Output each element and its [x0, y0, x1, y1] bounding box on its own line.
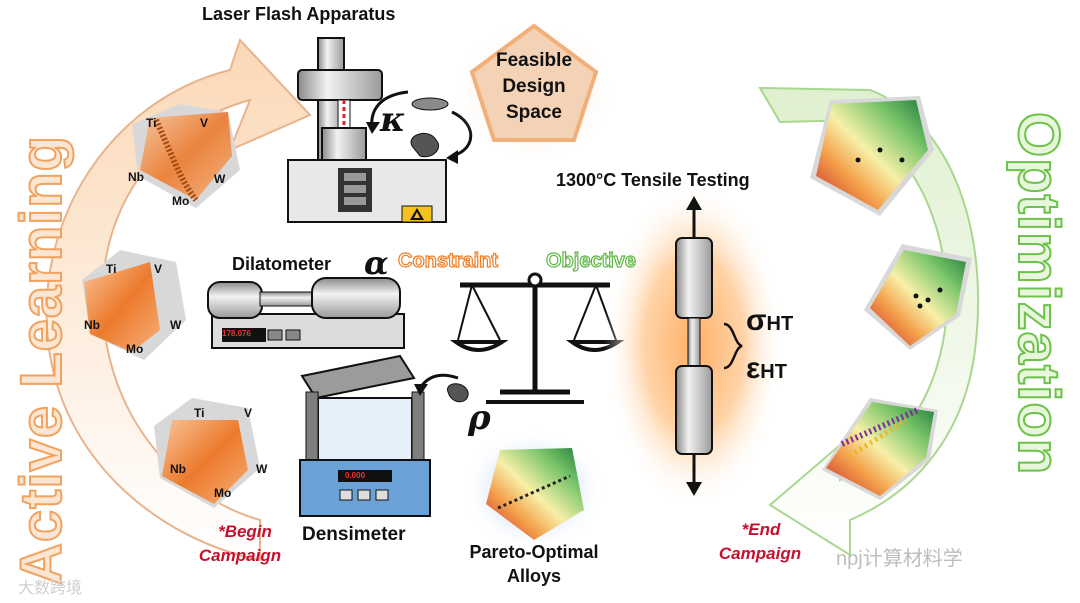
sigma-symbol: σ — [746, 304, 767, 337]
element-mo-2: Mo — [126, 342, 144, 356]
feasible-design-space — [452, 20, 616, 164]
dilatometer — [207, 277, 405, 349]
epsilon-subscript: HT — [760, 361, 787, 383]
element-nb-3: Nb — [170, 462, 186, 476]
dilatometer-label: Dilatometer — [232, 254, 332, 274]
epsilon-symbol: ε — [746, 352, 761, 385]
watermark-left: 大数跨境 — [18, 580, 83, 597]
epsilon-ht-label: εHT — [746, 352, 787, 386]
pareto-label-2: Alloys — [506, 566, 562, 586]
right-pentagon-3 — [822, 398, 938, 500]
left-pentagon-3 — [154, 398, 260, 508]
densimeter-readout: 0.000 — [345, 471, 366, 480]
tensile-specimen — [604, 180, 784, 510]
end-campaign-line1: *End — [741, 520, 781, 539]
feasible-label-2: Design — [502, 76, 566, 97]
laser-flash-label: Laser Flash Apparatus — [202, 4, 396, 24]
densimeter — [299, 354, 469, 517]
element-v-3: V — [244, 406, 253, 420]
feasible-label-1: Feasible — [495, 50, 573, 71]
optimization-title: Optimization — [1005, 111, 1072, 476]
left-cycle-arrow — [45, 38, 312, 562]
dilatometer-readout: 178.076 — [222, 329, 251, 338]
objective-label: Objective — [545, 249, 637, 272]
end-campaign-line2: Campaign — [718, 544, 802, 563]
kappa-symbol: κ — [380, 100, 406, 140]
element-ti-2: Ti — [106, 262, 117, 276]
right-pentagon-2 — [864, 244, 972, 350]
element-w-3: W — [256, 462, 268, 476]
element-v-2: V — [154, 262, 163, 276]
element-nb-2: Nb — [84, 318, 100, 332]
element-mo-3: Mo — [214, 486, 232, 500]
alpha-symbol: α — [364, 244, 389, 282]
element-w-2: W — [170, 318, 182, 332]
element-ti-3: Ti — [194, 406, 205, 420]
watermark-right: npj计算材料学 — [836, 548, 963, 570]
rho-symbol: ρ — [468, 398, 491, 438]
element-nb-1: Nb — [128, 170, 144, 184]
element-mo-1: Mo — [172, 194, 190, 208]
element-ti-1: Ti — [146, 116, 157, 130]
laser-flash-apparatus — [287, 37, 447, 223]
tensile-label: 1300°C Tensile Testing — [556, 170, 750, 190]
element-w-1: W — [214, 172, 226, 186]
right-pentagon-1 — [810, 96, 934, 216]
begin-campaign-line2: Campaign — [198, 546, 282, 565]
kappa-cycle-arrows — [366, 90, 473, 164]
active-learning-title: Active Learning — [8, 134, 75, 586]
pareto-label-1: Pareto-Optimal — [469, 542, 599, 562]
element-v-1: V — [200, 116, 209, 130]
densimeter-label: Densimeter — [302, 524, 406, 545]
begin-campaign-line1: *Begin — [218, 522, 272, 541]
left-pentagon-2 — [82, 250, 186, 360]
pareto-optimal-pentagon — [462, 428, 606, 552]
constraint-label: Constraint — [397, 249, 498, 272]
balance-scale — [449, 272, 625, 404]
feasible-label-3: Space — [506, 102, 562, 123]
sigma-ht-label: σHT — [746, 304, 793, 338]
left-pentagon-1 — [132, 104, 240, 208]
sigma-subscript: HT — [766, 313, 794, 335]
